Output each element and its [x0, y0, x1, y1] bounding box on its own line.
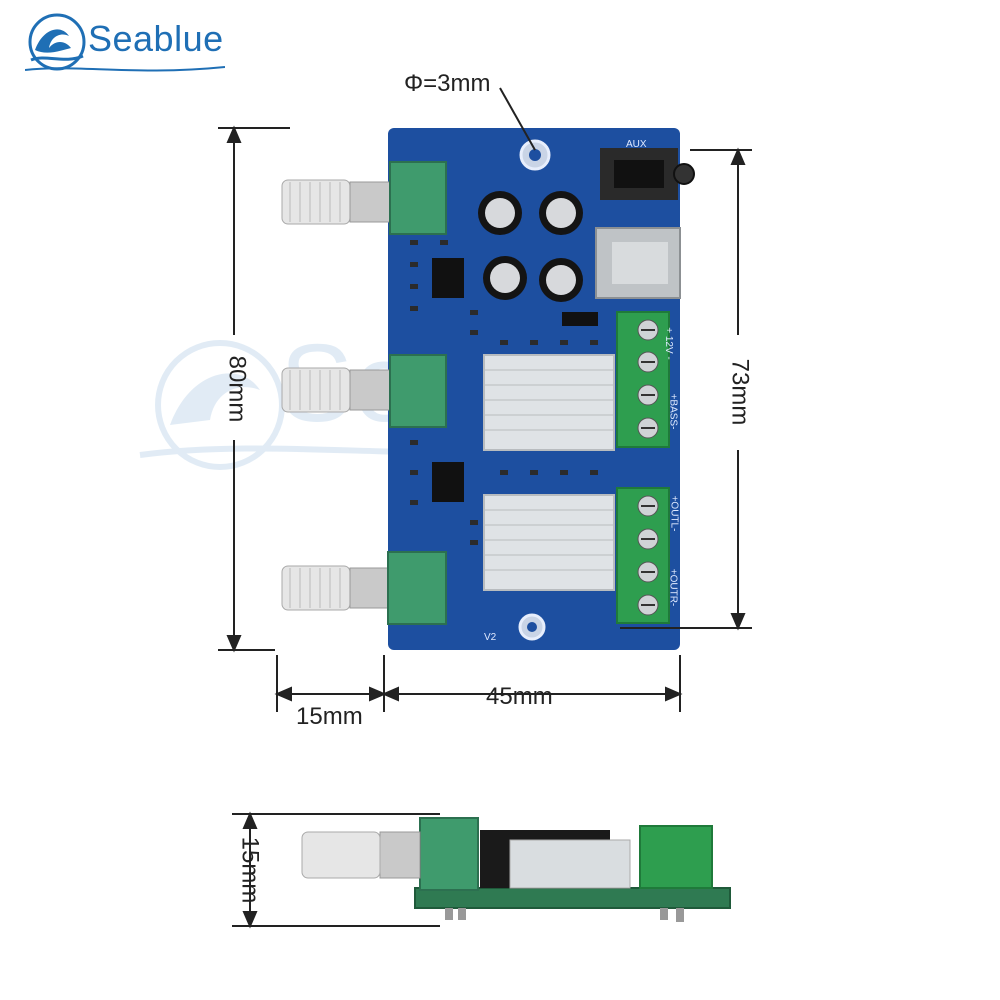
- pcb-width-label: 45mm: [486, 683, 553, 710]
- potentiometer-top: [281, 161, 447, 235]
- terminal-block-output: [616, 487, 670, 624]
- knob-depth-label: 15mm: [296, 703, 363, 730]
- power-label: + 12V -: [662, 327, 674, 360]
- aux-label: AUX: [626, 139, 647, 150]
- ic-chip-2: [432, 462, 464, 502]
- side-height-label: 15mm: [236, 836, 264, 904]
- potentiometer-middle: [281, 354, 447, 428]
- outr-label: +OUTR-: [667, 568, 679, 607]
- bass-label: +BASS-: [667, 393, 679, 430]
- potentiometer-bottom: [281, 551, 447, 625]
- brand-underline-wave: [25, 66, 225, 72]
- version-label: V2: [484, 632, 497, 643]
- brand-name: Seablue: [88, 18, 224, 59]
- ic-chip-1: [432, 258, 464, 298]
- dimension-lines: [218, 87, 752, 929]
- board-side-view: [301, 817, 731, 922]
- smd-components: [410, 240, 598, 545]
- jumper: [562, 312, 598, 326]
- outl-label: +OUTL-: [668, 495, 680, 532]
- heatsink-bottom: [483, 494, 615, 591]
- height-pcb-label: 73mm: [726, 358, 754, 426]
- hole-diameter-label: Φ=3mm: [404, 70, 491, 97]
- capacitor-group: [478, 191, 583, 302]
- height-total-label: 80mm: [223, 355, 251, 423]
- terminal-block-power: [616, 311, 670, 448]
- heatsink-top: [483, 354, 615, 451]
